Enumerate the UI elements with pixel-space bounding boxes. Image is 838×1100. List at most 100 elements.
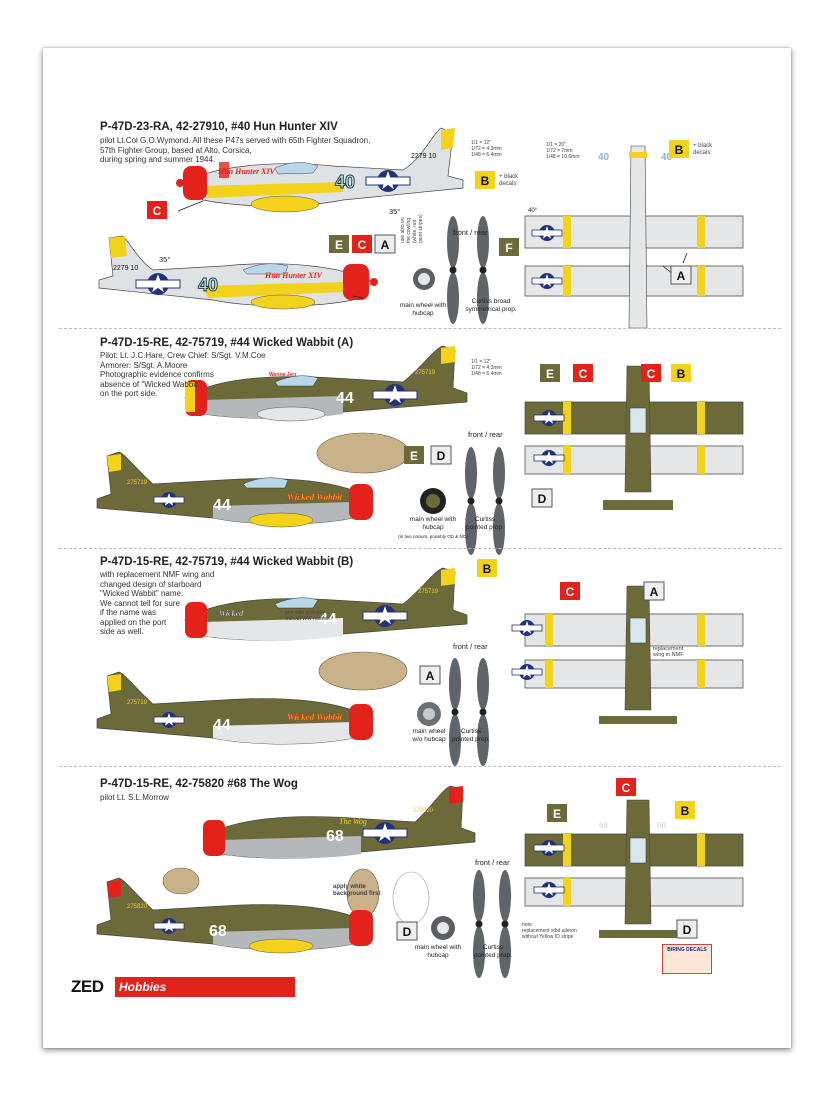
section-2-prop-caption: Curtiss pointed prop.: [466, 516, 504, 531]
aircraft-number: 40: [335, 172, 355, 192]
aircraft-number: 44: [319, 611, 337, 628]
letter-box-F-s1: F: [499, 238, 519, 256]
svg-text:B: B: [681, 804, 690, 818]
nose-art-text: Hun Hunter XIV: [217, 167, 276, 176]
svg-text:44: 44: [213, 717, 231, 734]
svg-text:40: 40: [661, 152, 673, 163]
section-2-artwork: 44 275719 Wenna Jerz 44 275719 Wicked Wa…: [96, 345, 744, 555]
section-1-angle-2: 35°: [159, 255, 171, 264]
svg-text:40: 40: [598, 152, 610, 163]
section-3-prop-caption: Curtiss pointed prop.: [452, 728, 490, 743]
letter-box-B-s3: B: [477, 559, 497, 577]
wicked-wabbit-b-top-view: [511, 585, 744, 724]
svg-text:A: A: [650, 585, 659, 599]
section-1-artwork: 40 2279 10 Hun Hunter XIV 40 2279 10 Hun…: [98, 127, 744, 329]
section-separator: [59, 548, 781, 549]
section-3-port-note: port side probably without WW noseart: [285, 610, 330, 622]
letter-box-C-s2: C: [573, 364, 593, 382]
svg-text:D: D: [683, 923, 692, 937]
cowl-text: Wenna Jerz: [269, 372, 297, 378]
svg-text:A: A: [426, 669, 435, 683]
letter-box-B-s4: B: [675, 801, 695, 819]
letter-box-E2-s2: E: [404, 446, 424, 464]
svg-text:68: 68: [599, 821, 608, 830]
section-2-wheel-note: (in two colours, possibly OD & NO): [398, 534, 468, 539]
tail-serial: 275719: [418, 589, 439, 595]
letter-box-D-s2: D: [531, 488, 553, 508]
svg-text:Hun Hunter XIV: Hun Hunter XIV: [264, 271, 323, 280]
letter-box-E-s1: E: [329, 235, 349, 253]
wabbit-b-nose-art-detail: [318, 651, 408, 691]
svg-text:C: C: [153, 204, 162, 218]
svg-text:D: D: [403, 925, 412, 939]
section-2-wheel-caption: main wheel with hubcap: [409, 516, 457, 531]
svg-text:B: B: [483, 562, 492, 576]
svg-text:Wicked: Wicked: [219, 609, 244, 618]
section-1-wheel-caption: main wheel with hubcap: [399, 302, 447, 317]
svg-text:40: 40: [198, 275, 218, 295]
letter-box-A-top-s1: A: [670, 265, 692, 285]
hun-hunter-port-side: 40 2279 10 Hun Hunter XIV: [98, 235, 378, 310]
svg-text:C: C: [647, 367, 656, 381]
svg-text:44: 44: [213, 497, 231, 514]
letter-box-C2-s1: C: [352, 235, 372, 253]
wicked-wabbit-a-main-wheel: [420, 488, 446, 514]
section-3-replacement-note: replacement wing in NMF: [653, 646, 684, 658]
section-1-black-decals: + black decals: [499, 174, 519, 187]
nose-art-text: The Wog: [339, 817, 367, 826]
svg-text:D: D: [437, 449, 446, 463]
tail-serial: 275820: [413, 808, 434, 814]
hun-hunter-main-wheel: [413, 268, 435, 290]
svg-text:C: C: [579, 367, 588, 381]
wicked-wabbit-a-top-view: [524, 365, 744, 510]
svg-text:F: F: [505, 241, 512, 255]
letter-box-C-s1: C: [147, 201, 167, 219]
section-3-front-rear: front / rear: [453, 642, 488, 651]
letter-box-C-s4: C: [616, 778, 636, 796]
svg-text:C: C: [566, 585, 575, 599]
section-2-front-rear: front / rear: [468, 430, 503, 439]
aircraft-number: 68: [326, 828, 344, 845]
letter-box-C-s3: C: [560, 582, 580, 600]
section-1-front-rear: front / rear: [453, 228, 488, 237]
svg-text:B: B: [481, 174, 490, 188]
wabbit-nose-art-detail: [316, 432, 410, 474]
svg-text:275820: 275820: [127, 904, 148, 910]
svg-text:E: E: [553, 807, 561, 821]
wicked-wabbit-a-starboard: 44 275719 Wenna Jerz: [184, 345, 468, 422]
svg-text:A: A: [381, 238, 390, 252]
letter-box-D2-s4: D: [396, 921, 418, 941]
letter-box-E-s2: E: [540, 364, 560, 382]
section-1-paint-note: use also on the cowling (white, not pain…: [400, 214, 424, 243]
decal-letter-boxes: C B E C A F B A E C C B D E D B C A A C …: [147, 140, 698, 941]
svg-text:275719: 275719: [127, 480, 148, 486]
wicked-wabbit-b-starboard: 44 275719 Wicked: [184, 567, 468, 641]
the-wog-port: 68 275820: [96, 877, 374, 954]
artwork-layer: 40 2279 10 Hun Hunter XIV 40 2279 10 Hun…: [96, 127, 744, 978]
hun-hunter-top-view: 40 40: [524, 145, 744, 329]
section-4-wheel-caption: main wheel with hubcap: [414, 944, 462, 959]
letter-box-D-s4: D: [676, 919, 698, 939]
section-2-title: P-47D-15-RE, 42-75719, #44 Wicked Wabbit…: [100, 337, 354, 349]
section-4-description: pilot Lt. S.L.Morrow: [100, 793, 169, 802]
section-4-front-rear: front / rear: [475, 858, 510, 867]
letter-box-B-s2: B: [671, 364, 691, 382]
hun-hunter-starboard-side: 40 2279 10 Hun Hunter XIV: [176, 127, 464, 213]
the-wog-starboard: 68 275820 The Wog: [202, 785, 476, 859]
section-4-apply-note: apply white background first: [333, 884, 381, 897]
svg-text:68: 68: [209, 923, 227, 940]
letter-box-D2-s2: D: [430, 445, 452, 465]
aircraft-number: 44: [336, 390, 354, 407]
letter-box-C2-s2: C: [641, 364, 661, 382]
the-wog-main-wheel: [431, 916, 455, 940]
section-1-prop-caption: Curtiss broad symmetrical prop.: [465, 298, 517, 313]
nose-art-text-port: Wicked Wabbit: [287, 712, 343, 722]
section-3-artwork: 44 275719 Wicked 44 275719 Wicked Wabbit: [96, 567, 744, 766]
the-wog-top-view: 68 68: [524, 799, 744, 938]
svg-text:C: C: [358, 238, 367, 252]
letter-box-B-top-s1: B: [669, 140, 689, 158]
section-3-wheel-caption: main wheel w/o hubcap: [412, 728, 446, 743]
wicked-wabbit-b-main-wheel: [417, 702, 441, 726]
section-4-aileron-note: note: replacement stbd aileron without Y…: [522, 922, 577, 940]
svg-text:B: B: [677, 367, 686, 381]
